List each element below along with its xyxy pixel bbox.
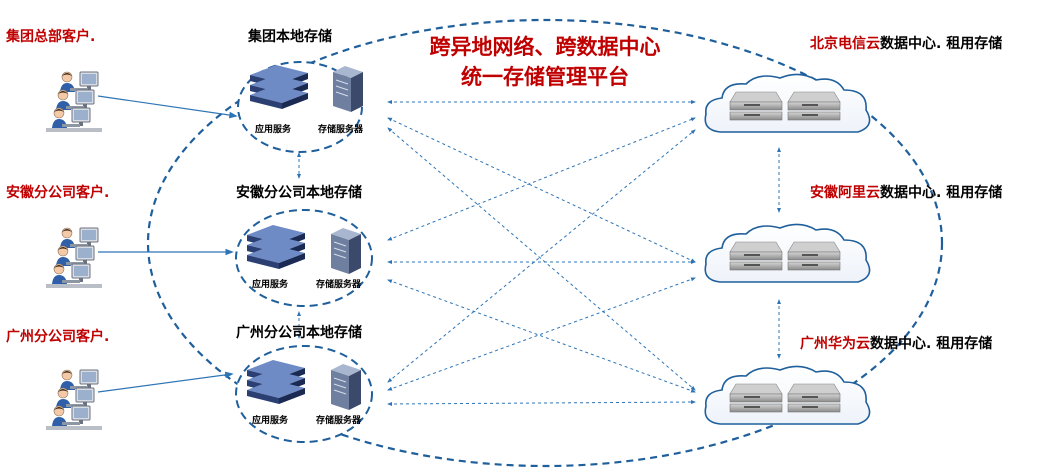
cloud-suffix-guangzhou: 数据中心. 租用存储	[870, 336, 993, 352]
platform-boundary-ring	[146, 18, 944, 468]
client-links	[97, 95, 238, 393]
local-storage-label-guangzhou: 广州分公司本地存储	[236, 325, 362, 341]
platform-title: 跨异地网络、跨数据中心 统一存储管理平台	[395, 32, 695, 92]
client-label-guangzhou: 广州分公司客户.	[6, 329, 110, 345]
client-group-guangzhou	[46, 370, 102, 430]
local-storage-label-hq: 集团本地存储	[248, 29, 332, 45]
local-storage-anhui	[235, 209, 373, 307]
cloud-label-guangzhou: 广州华为云数据中心. 租用存储	[800, 333, 992, 353]
app-service-label-hq: 应用服务	[255, 125, 292, 135]
cloud-provider-guangzhou: 广州华为云	[800, 336, 870, 352]
cloud-provider-beijing: 北京电信云	[810, 36, 880, 52]
cloud-provider-anhui: 安徽阿里云	[810, 185, 880, 201]
app-service-label-guangzhou: 应用服务	[252, 416, 289, 426]
cloud-label-beijing: 北京电信云数据中心. 租用存储	[810, 33, 1002, 53]
app-service-label-anhui: 应用服务	[252, 280, 289, 290]
platform-title-line2: 统一存储管理平台	[461, 65, 629, 89]
cloud-label-anhui: 安徽阿里云数据中心. 租用存储	[810, 182, 1002, 202]
local-storage-label-anhui: 安徽分公司本地存储	[236, 185, 362, 201]
mesh-connections	[387, 100, 696, 406]
platform-title-line1: 跨异地网络、跨数据中心	[429, 35, 661, 59]
storage-server-label-guangzhou: 存储服务器	[316, 416, 362, 426]
client-group-hq	[46, 72, 102, 132]
local-storage-hq	[237, 61, 364, 153]
local-storage-guangzhou	[235, 345, 373, 443]
cloud-guangzhou	[704, 365, 871, 425]
client-group-anhui	[46, 228, 102, 288]
cloud-suffix-anhui: 数据中心. 租用存储	[880, 185, 1003, 201]
cloud-beijing	[704, 73, 871, 133]
cloud-anhui	[704, 223, 871, 283]
storage-server-label-anhui: 存储服务器	[316, 280, 362, 290]
client-label-anhui: 安徽分公司客户.	[6, 185, 110, 201]
client-label-hq: 集团总部客户.	[6, 29, 96, 45]
cloud-suffix-beijing: 数据中心. 租用存储	[880, 36, 1003, 52]
storage-server-label-hq: 存储服务器	[318, 125, 364, 135]
